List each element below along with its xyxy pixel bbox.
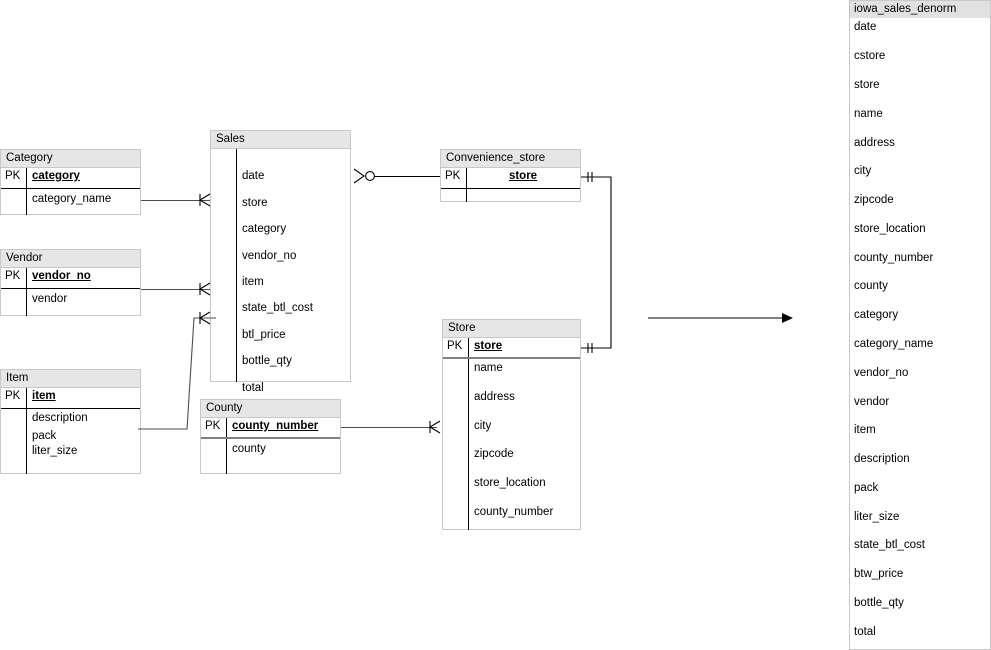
pk-field-convenience-store: store <box>508 170 538 182</box>
pk-field-vendor: vendor_no <box>32 270 91 282</box>
pk-field-store: store <box>474 340 503 352</box>
pk-gutter-divider <box>26 388 27 474</box>
connector-sales-convenience-store-line <box>374 176 440 177</box>
denorm-table-title: iowa_sales_denorm <box>850 1 990 18</box>
denorm-column: description <box>854 453 910 465</box>
attribute-row: category_name <box>32 193 112 205</box>
denorm-column: address <box>854 137 895 149</box>
attribute-row: total <box>242 382 264 394</box>
denorm-table-panel[interactable]: iowa_sales_denorm date cstore store name… <box>849 0 991 650</box>
attribute-row: city <box>474 420 492 432</box>
transform-arrow-icon <box>648 313 793 323</box>
connector-category-sales-line <box>141 200 210 201</box>
entity-title-vendor: Vendor <box>1 250 140 268</box>
attribute-row: vendor <box>32 293 68 305</box>
denorm-column: category <box>854 309 899 321</box>
entity-body-vendor: PK vendor_no vendor <box>1 268 140 316</box>
entity-body-convenience-store: PK store <box>441 168 580 202</box>
entity-title-category: Category <box>1 150 140 168</box>
entity-vendor[interactable]: Vendor PK vendor_no vendor <box>0 249 141 316</box>
denorm-column: name <box>854 108 883 120</box>
pk-label: PK <box>5 270 21 282</box>
entity-title-store: Store <box>443 320 580 338</box>
attribute-row: vendor_no <box>242 250 297 262</box>
pk-gutter-divider <box>468 338 469 530</box>
crows-foot-circle-sales-convenience-store <box>353 168 375 184</box>
denorm-column: category_name <box>854 338 934 350</box>
denorm-column: city <box>854 165 872 177</box>
denorm-column: store <box>854 79 880 91</box>
denorm-column: county_number <box>854 252 934 264</box>
entity-title-item: Item <box>1 370 140 388</box>
entity-store[interactable]: Store PK store name address city zipcode… <box>442 319 581 530</box>
denorm-column: pack <box>854 482 879 494</box>
attribute-row: btl_price <box>242 329 286 341</box>
connector-county-store-line <box>341 427 437 428</box>
denorm-column: store_location <box>854 223 926 235</box>
denorm-column: item <box>854 424 876 436</box>
entity-convenience-store[interactable]: Convenience_store PK store <box>440 149 581 202</box>
pk-gutter-divider <box>226 418 227 474</box>
denorm-column: liter_size <box>854 511 900 523</box>
attribute-row: pack <box>32 430 57 442</box>
attribute-row: address <box>474 391 515 403</box>
entity-county[interactable]: County PK county_number county <box>200 399 341 474</box>
entity-body-item: PK item description pack liter_size <box>1 388 140 474</box>
denorm-column: bottle_qty <box>854 597 904 609</box>
entity-body-store: PK store name address city zipcode store… <box>443 338 580 530</box>
attribute-row: store <box>242 197 268 209</box>
attribute-row: liter_size <box>32 445 78 457</box>
attribute-row: category <box>242 223 287 235</box>
attribute-row: store_location <box>474 477 546 489</box>
entity-title-county: County <box>201 400 340 418</box>
pk-row-vendor: PK vendor_no <box>1 268 140 289</box>
denorm-column: cstore <box>854 50 886 62</box>
pk-label: PK <box>5 390 21 402</box>
attribute-row: bottle_qty <box>242 355 292 367</box>
denorm-column: state_btl_cost <box>854 539 925 551</box>
pk-field-county: county_number <box>232 420 319 432</box>
denorm-column: vendor <box>854 396 890 408</box>
pk-row-convenience-store: PK store <box>441 168 580 189</box>
denorm-column: vendor_no <box>854 367 909 379</box>
entity-sales[interactable]: Sales date store category vendor_no item… <box>210 130 351 394</box>
pk-label: PK <box>447 340 463 352</box>
entity-title-convenience-store: Convenience_store <box>441 150 580 168</box>
connector-convenience-store-store-polyline <box>581 172 612 353</box>
denorm-column: total <box>854 626 876 638</box>
attribute-row: state_btl_cost <box>242 302 313 314</box>
pk-row-item: PK item <box>1 388 140 409</box>
pk-row-county: PK county_number <box>201 418 340 439</box>
pk-row-category: PK category <box>1 168 140 189</box>
connector-vendor-sales-line <box>141 289 210 290</box>
pk-label: PK <box>5 170 21 182</box>
attribute-row: date <box>242 170 265 182</box>
pk-gutter-divider <box>26 168 27 215</box>
denorm-column: date <box>854 21 877 33</box>
entity-title-sales: Sales <box>211 131 350 149</box>
attribute-row: zipcode <box>474 448 514 460</box>
entity-item[interactable]: Item PK item description pack liter_size <box>0 369 141 474</box>
pk-field-item: item <box>32 390 56 402</box>
entity-body-sales: date store category vendor_no item state… <box>211 149 350 394</box>
pk-gutter-divider <box>466 168 467 202</box>
pk-label: PK <box>445 170 461 182</box>
attribute-row: description <box>32 412 88 424</box>
attribute-row: county <box>232 443 266 455</box>
attribute-row: name <box>474 362 503 374</box>
attribute-row: county_number <box>474 506 554 518</box>
pk-gutter-divider <box>236 149 237 382</box>
denorm-column: btw_price <box>854 568 904 580</box>
denorm-column: county <box>854 280 888 292</box>
entity-body-county: PK county_number county <box>201 418 340 474</box>
pk-row-store: PK store <box>443 338 580 359</box>
denorm-column: zipcode <box>854 194 894 206</box>
pk-field-category: category <box>32 170 80 182</box>
pk-gutter-divider <box>26 268 27 316</box>
attribute-row: item <box>242 276 264 288</box>
pk-label: PK <box>205 420 221 432</box>
entity-category[interactable]: Category PK category category_name <box>0 149 141 215</box>
entity-body-category: PK category category_name <box>1 168 140 215</box>
